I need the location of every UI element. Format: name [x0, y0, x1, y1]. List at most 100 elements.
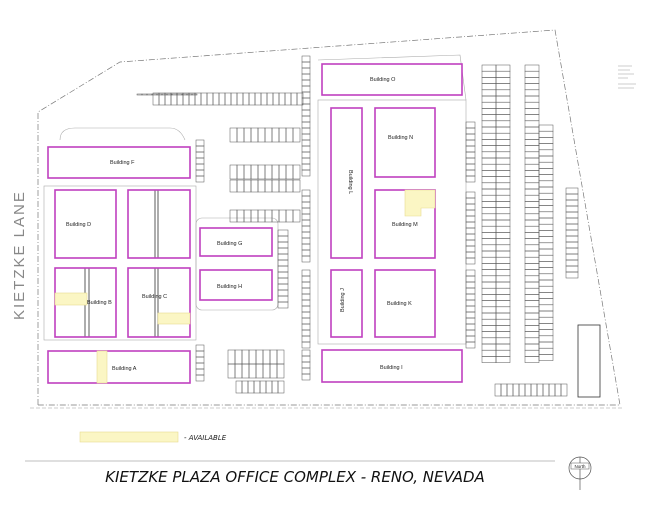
parking-stall	[538, 292, 554, 299]
parking-stall	[277, 247, 289, 255]
parking-stall	[271, 380, 279, 394]
parking-stall	[271, 209, 280, 223]
parking-stall	[250, 209, 259, 223]
parking-stall	[538, 223, 554, 231]
available-suite-c[interactable]	[157, 312, 191, 325]
parking-stall	[495, 306, 511, 314]
parking-stall	[495, 95, 511, 103]
parking-stall	[495, 64, 511, 72]
parking-stall	[301, 293, 311, 301]
building-h-label: Building H	[217, 284, 242, 290]
building-b[interactable]: Building B	[54, 267, 117, 338]
parking-stall	[481, 312, 497, 320]
parking-stall	[495, 312, 511, 320]
parking-stall	[495, 114, 511, 122]
parking-stall	[253, 380, 261, 394]
parking-stall	[301, 157, 311, 165]
parking-stall	[276, 349, 285, 365]
parking-stall	[301, 169, 311, 177]
parking-stall	[565, 199, 579, 207]
parking-stall	[538, 124, 554, 132]
parking-stall	[565, 211, 579, 219]
parking-stall	[465, 197, 476, 205]
building-g[interactable]: Building G	[199, 227, 273, 257]
parking-stall	[264, 179, 273, 193]
parking-stall	[242, 92, 250, 106]
building-m[interactable]: Building M	[374, 189, 436, 259]
building-k[interactable]: Building K	[374, 269, 436, 338]
parking-stall	[538, 341, 554, 349]
parking-stall	[195, 163, 205, 171]
parking-stall	[495, 281, 511, 289]
parking-stall	[481, 349, 497, 357]
parking-stall	[538, 230, 554, 237]
parking-stall	[243, 127, 252, 143]
parking-stall	[481, 356, 497, 363]
building-o[interactable]: Building O	[321, 63, 463, 96]
building-k-label: Building K	[387, 301, 412, 307]
parking-stall	[156, 93, 163, 96]
north-label: North	[574, 464, 586, 469]
parking-stall	[301, 255, 311, 263]
parking-stall	[495, 238, 511, 246]
parking-stall	[247, 380, 255, 394]
parking-stall	[524, 163, 540, 171]
building-l[interactable]: Building L	[330, 107, 363, 259]
parking-stall	[465, 305, 476, 313]
parking-stall	[524, 132, 540, 140]
building-j[interactable]: Building J	[330, 269, 363, 338]
building-g-label: Building G	[217, 241, 242, 247]
parking-stall	[524, 337, 540, 345]
walkway-f	[59, 127, 186, 141]
parking-stall	[524, 232, 540, 239]
parking-stall	[481, 101, 497, 109]
parking-stall	[243, 179, 252, 193]
parking-stall	[301, 355, 311, 363]
parking-stall	[524, 126, 540, 134]
parking-stall	[264, 127, 273, 143]
parking-stall	[254, 92, 262, 106]
parking-stall	[538, 149, 554, 157]
parking-stall	[260, 92, 268, 106]
parking-stall	[495, 188, 511, 196]
parking-stall	[481, 318, 497, 326]
parking-stall	[236, 179, 245, 193]
parking-stall	[301, 121, 311, 129]
parking-stall	[524, 194, 540, 202]
parking-stall	[301, 349, 311, 357]
building-h[interactable]: Building H	[199, 269, 273, 301]
available-suite-m[interactable]	[404, 189, 436, 217]
parking-stall	[195, 151, 205, 159]
parking-stall	[191, 93, 198, 96]
parking-stall	[257, 127, 266, 143]
building-c[interactable]: Building C	[127, 267, 191, 338]
parking-stall	[565, 253, 579, 261]
building-i[interactable]: Building I	[321, 349, 463, 383]
building-unlabeled-east-of-d[interactable]	[127, 189, 191, 259]
parking-stall	[195, 139, 205, 147]
available-suite-b[interactable]	[54, 292, 88, 306]
parking-stall	[465, 281, 476, 289]
parking-stall	[524, 77, 540, 84]
parking-stall	[465, 127, 476, 135]
building-d[interactable]: Building D	[54, 189, 117, 259]
parking-stall	[277, 289, 289, 297]
parking-stall	[495, 225, 511, 233]
available-suite-a[interactable]	[96, 350, 108, 384]
parking-stall	[518, 383, 526, 397]
parking-stall	[495, 83, 511, 91]
building-a[interactable]: Building A	[47, 350, 191, 384]
parking-stall	[292, 209, 301, 223]
parking-stall	[278, 164, 287, 180]
parking-stall	[278, 127, 287, 143]
parking-stall	[481, 343, 497, 351]
parking-stall	[262, 363, 271, 379]
parking-stall	[565, 205, 579, 213]
parking-stall	[565, 241, 579, 249]
parking-stall	[538, 192, 554, 200]
building-n[interactable]: Building N	[374, 107, 436, 178]
parking-stall	[296, 92, 304, 106]
parking-stall	[218, 92, 226, 106]
building-f[interactable]: Building F	[47, 146, 191, 179]
parking-stall	[524, 83, 540, 91]
